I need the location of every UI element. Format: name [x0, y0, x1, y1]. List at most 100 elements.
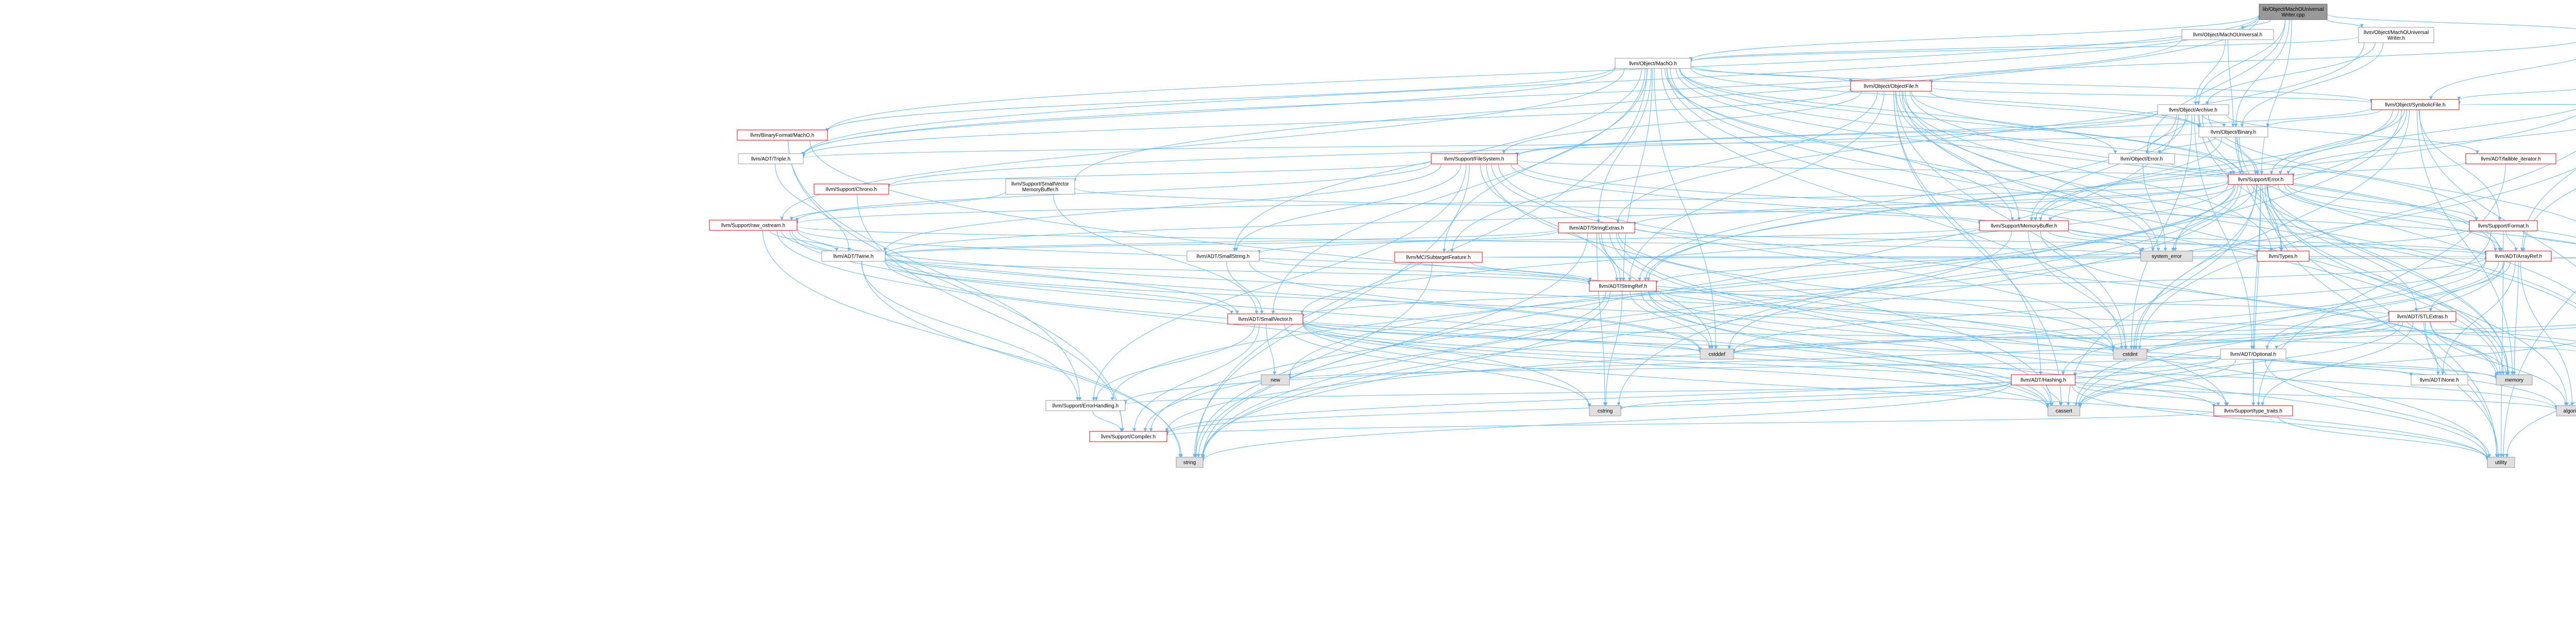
node-box — [1045, 400, 1126, 411]
edge-symbolicfile-to-filesystem — [1515, 107, 2372, 157]
node-stringextras[interactable]: llvm/ADT/StringExtras.h — [1558, 222, 1635, 233]
node-hashing[interactable]: llvm/ADT/Hashing.h — [2011, 374, 2076, 386]
node-binary[interactable]: llvm/Object/Binary.h — [2198, 126, 2268, 138]
edge-optional-to-utility — [2264, 359, 2492, 458]
node-label: llvm/Support/Compiler.h — [1101, 434, 1156, 440]
node-archive[interactable]: llvm/Object/Archive.h — [2157, 104, 2229, 115]
node-stringref[interactable]: llvm/ADT/StringRef.h — [1589, 280, 1657, 292]
edge-triple-to-twine — [774, 163, 851, 252]
node-label: llvm/Support/Chrono.h — [826, 187, 877, 193]
node-label: llvm/Support/ErrorHandling.h — [1053, 404, 1118, 409]
node-label: system_error — [2151, 254, 2182, 260]
edge-universal-to-triple — [801, 38, 2182, 157]
dependency-edges — [762, 14, 2576, 462]
node-optional[interactable]: llvm/ADT/Optional.h — [2220, 348, 2286, 360]
edge-modsymtab-to-utility — [2501, 290, 2576, 458]
node-box — [1700, 348, 1734, 360]
edge-hashing-to-cstring — [1619, 381, 2012, 410]
edge-format-to-arrayref — [2505, 230, 2518, 252]
node-cstring: cstring — [1589, 405, 1621, 416]
node-macho[interactable]: llvm/Object/MachO.h — [1615, 58, 1691, 69]
edge-symbolicfile-to-memory — [2417, 109, 2514, 375]
node-box — [738, 153, 804, 164]
edge-hashing-to-algorithm — [2075, 381, 2558, 410]
edge-smallvector-to-cassert — [1302, 323, 2050, 410]
edge-archive-to-membuf — [2029, 114, 2186, 221]
edge-modsymtab-to-string — [1201, 168, 2576, 460]
node-binformat[interactable]: llvm/BinaryFormat/MachO.h — [737, 129, 828, 141]
node-label: llvm/Support/FileSystem.h — [1444, 157, 1504, 162]
node-smallstring[interactable]: llvm/ADT/SmallString.h — [1187, 250, 1260, 262]
edge-stringref-to-string — [1200, 291, 1611, 458]
edge-arrayref-to-optional — [2265, 261, 2505, 349]
edge-symbolicfile-to-stringref — [1643, 109, 2393, 281]
node-chrono[interactable]: llvm/Support/Chrono.h — [814, 183, 889, 195]
node-format[interactable]: llvm/Support/Format.h — [2469, 220, 2538, 231]
node-label: llvm/Object/Archive.h — [2169, 108, 2217, 113]
node-subtarget[interactable]: llvm/MC/SubtargetFeature.h — [1394, 252, 1483, 263]
edge-filesystem-to-stringref — [1480, 163, 1619, 281]
edge-stringextras-to-twine — [883, 229, 1559, 256]
node-label: algorithm — [2563, 409, 2576, 414]
node-typetraits[interactable]: llvm/Support/type_traits.h — [2213, 405, 2293, 416]
edge-macho-to-stringextras — [1596, 68, 1652, 223]
node-label: MemoryBuffer.h — [1022, 187, 1058, 193]
edge-macho-to-subtarget — [1442, 68, 1648, 253]
node-label: cassert — [2056, 409, 2072, 414]
edge-macho-to-rawostream — [780, 68, 1625, 221]
node-fallible[interactable]: llvm/ADT/fallible_iterator.h — [2465, 153, 2556, 164]
node-compiler[interactable]: llvm/Support/Compiler.h — [1089, 431, 1167, 442]
edge-hashing-to-typetraits — [2075, 384, 2220, 406]
edge-rawostream-to-cassert — [789, 230, 2050, 409]
node-objectfile[interactable]: llvm/Object/ObjectFile.h — [1850, 80, 1932, 92]
edge-error-to-algorithm — [2267, 184, 2569, 406]
edge-rawostream-to-twine — [769, 230, 839, 252]
node-label: llvm/ADT/Hashing.h — [2021, 378, 2066, 383]
edge-objectfile-to-filesystem — [1502, 91, 1862, 154]
edge-smallvector-to-itrange — [1302, 320, 2576, 352]
node-objerror[interactable]: llvm/Object/Error.h — [2108, 153, 2175, 164]
edge-arrayref-to-hashing — [2061, 261, 2499, 375]
edge-objectfile-to-membuf — [1895, 91, 2021, 221]
node-label: Writer.h — [2387, 36, 2405, 41]
edge-stlextras-to-itrange — [2450, 321, 2576, 342]
edge-error-to-errhandling — [1110, 184, 2234, 401]
edge-stringref-to-compiler — [1143, 291, 1606, 432]
node-label: llvm/ADT/STLExtras.h — [2397, 314, 2448, 320]
edge-uwriter-to-macho — [1689, 36, 2359, 62]
edge-binary-to-triple — [802, 132, 2199, 159]
node-membuf[interactable]: llvm/Support/MemoryBuffer.h — [1979, 220, 2069, 231]
edge-archive-to-cstdint — [2129, 114, 2192, 349]
edge-root-to-binary — [2234, 19, 2290, 127]
edge-error-to-compiler — [1149, 184, 2239, 432]
edge-archive-to-itrange — [2202, 114, 2576, 294]
edge-binformat-to-errhandling — [788, 140, 1082, 401]
node-box — [1850, 80, 1932, 92]
node-types[interactable]: llvm/Types.h — [2257, 250, 2310, 262]
edge-macho-to-cstddef — [1654, 68, 1718, 349]
edge-macho-to-memory — [1667, 68, 2502, 375]
node-arrayref[interactable]: llvm/ADT/ArrayRef.h — [2485, 250, 2552, 262]
node-cassert: cassert — [2047, 405, 2080, 416]
node-box — [1089, 431, 1167, 442]
node-label: new — [1270, 378, 1280, 383]
node-errhandling[interactable]: llvm/Support/ErrorHandling.h — [1045, 400, 1126, 411]
node-rawostream[interactable]: llvm/Support/raw_ostream.h — [709, 220, 798, 231]
node-triple[interactable]: llvm/ADT/Triple.h — [738, 153, 804, 164]
node-error[interactable]: llvm/Support/Error.h — [2228, 174, 2294, 185]
edge-root-to-triple — [801, 15, 2260, 156]
edge-smallstring-to-stringref — [1259, 258, 1591, 284]
node-symbolicfile[interactable]: llvm/Object/SymbolicFile.h — [2371, 99, 2460, 110]
edge-macho-to-format — [1680, 68, 2479, 221]
node-universal[interactable]: llvm/Object/MachOUniversal.h — [2181, 29, 2274, 40]
node-none[interactable]: llvm/ADT/None.h — [2411, 374, 2468, 386]
edge-stringref-to-stlextras — [1656, 287, 2391, 316]
node-stlextras[interactable]: llvm/ADT/STLExtras.h — [2388, 311, 2456, 322]
node-smallvector[interactable]: llvm/ADT/SmallVector.h — [1227, 313, 1303, 325]
node-twine[interactable]: llvm/ADT/Twine.h — [821, 250, 886, 262]
edge-stlextras-to-typetraits — [2260, 321, 2414, 406]
node-filesystem[interactable]: llvm/Support/FileSystem.h — [1431, 153, 1518, 164]
